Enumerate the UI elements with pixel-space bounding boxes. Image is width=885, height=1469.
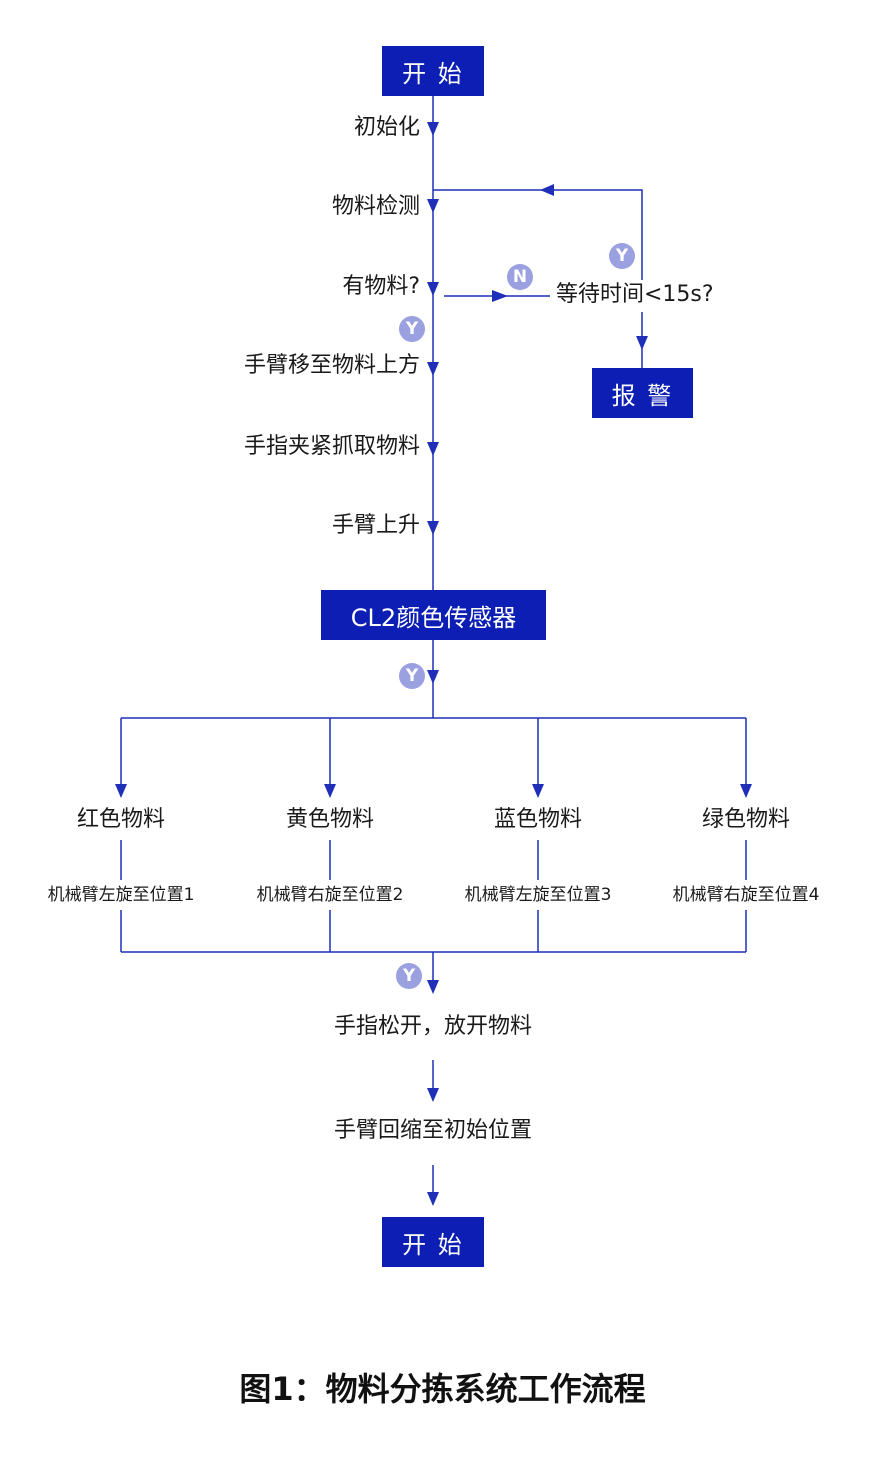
arrow-detect: [427, 199, 439, 213]
badge-yes-loop: Y: [609, 243, 635, 269]
branch-2-color: 黄色物料: [285, 807, 375, 832]
step-has-material: 有物料?: [342, 274, 420, 299]
arrow-merge: [427, 980, 439, 994]
start-top-box: 开 始: [382, 46, 484, 96]
arrow-retract: [427, 1088, 439, 1102]
sensor-box: CL2颜色传感器: [321, 590, 546, 640]
arrow-finger-grip: [427, 442, 439, 456]
arrow-arm-move: [427, 362, 439, 376]
arrowheads: [115, 122, 752, 1206]
branch-1-color: 红色物料: [76, 807, 166, 832]
badge-yes-sensor: Y: [399, 663, 425, 689]
retry-loop-line: [433, 189, 643, 280]
arrow-start-bottom: [427, 1192, 439, 1206]
step-arm-up: 手臂上升: [331, 513, 420, 538]
step-detect: 物料检测: [331, 194, 420, 219]
alarm-label: 报 警: [611, 381, 674, 410]
arrow-init: [427, 122, 439, 136]
arrow-alarm: [636, 336, 648, 350]
start-bottom-label: 开 始: [402, 1230, 464, 1259]
step-arm-move: 手臂移至物料上方: [243, 353, 420, 378]
arrow-branch-2: [324, 784, 336, 798]
connector-lines: [120, 96, 747, 1202]
badge-no: N: [507, 264, 533, 290]
branch-1-action: 机械臂左旋至位置1: [47, 885, 195, 905]
arrow-loop-back: [540, 184, 554, 196]
step-init: 初始化: [353, 115, 420, 140]
arrow-branch-4: [740, 784, 752, 798]
arrow-branch-3: [532, 784, 544, 798]
arrow-has-material: [427, 282, 439, 296]
arrow-branch-1: [115, 784, 127, 798]
branch-4-action: 机械臂右旋至位置4: [672, 885, 820, 905]
figure-caption: 图1：物料分拣系统工作流程: [239, 1370, 646, 1408]
sensor-label: CL2颜色传感器: [350, 603, 517, 632]
step-finger-grip: 手指夹紧抓取物料: [243, 434, 420, 459]
branch-3-action: 机械臂左旋至位置3: [464, 885, 612, 905]
badge-yes-merge: Y: [396, 963, 422, 989]
alarm-box: 报 警: [592, 368, 693, 418]
branch-4-color: 绿色物料: [701, 807, 791, 832]
arrow-sensor-out: [427, 670, 439, 684]
start-top-label: 开 始: [402, 59, 464, 88]
start-bottom-box: 开 始: [382, 1217, 484, 1267]
branch-2-action: 机械臂右旋至位置2: [256, 885, 404, 905]
step-wait: 等待时间<15s?: [556, 282, 714, 307]
badge-yes-material: Y: [399, 316, 425, 342]
branch-3-color: 蓝色物料: [493, 807, 583, 832]
step-release: 手指松开，放开物料: [333, 1014, 533, 1039]
arrow-no: [492, 290, 508, 302]
arrow-arm-up: [427, 521, 439, 535]
step-retract: 手臂回缩至初始位置: [333, 1118, 533, 1143]
